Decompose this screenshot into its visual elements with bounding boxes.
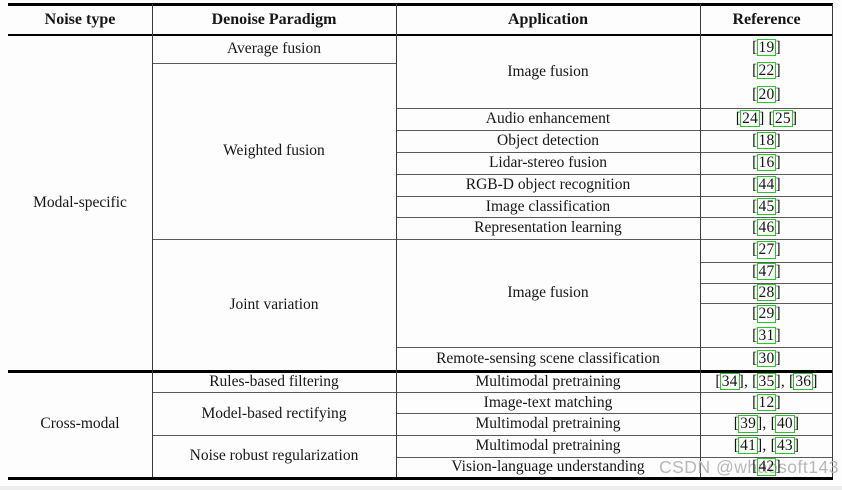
reference-link-46[interactable]: 46	[756, 218, 777, 237]
reference-cell-19: [19]	[752, 38, 781, 57]
reference-link-22[interactable]: 22	[756, 61, 777, 80]
application-vision-language-understanding: Vision-language understanding	[451, 458, 645, 476]
row-divider	[396, 413, 833, 414]
column-divider	[152, 4, 153, 477]
application-multimodal-pretraining-2: Multimodal pretraining	[475, 415, 621, 433]
column-divider	[396, 4, 397, 477]
reference-cell-39-40: [39], [40]	[733, 415, 800, 433]
reference-link-44[interactable]: 44	[756, 175, 777, 194]
row-divider	[152, 435, 833, 436]
reference-link-35[interactable]: 35	[756, 372, 777, 391]
application-object-detection: Object detection	[497, 131, 599, 149]
application-image-fusion: Image fusion	[507, 62, 589, 80]
row-divider	[396, 173, 833, 175]
reference-cell-31: [31]	[752, 326, 781, 345]
row-divider	[396, 346, 833, 348]
row-divider	[152, 63, 396, 64]
reference-link-19[interactable]: 19	[756, 38, 777, 57]
paradigm-model-based-rectifying: Model-based rectifying	[201, 404, 347, 422]
application-image-classification: Image classification	[485, 197, 611, 215]
reference-link-25[interactable]: 25	[772, 109, 793, 128]
reference-cell-44: [44]	[752, 175, 781, 194]
reference-link-12[interactable]: 12	[756, 393, 777, 412]
application-multimodal-pretraining-1: Multimodal pretraining	[475, 372, 621, 390]
row-divider	[152, 238, 833, 240]
reference-link-29[interactable]: 29	[756, 305, 777, 323]
header-noise-type: Noise type	[44, 10, 116, 28]
reference-cell-27: [27]	[752, 241, 781, 259]
reference-link-18[interactable]: 18	[756, 131, 777, 150]
reference-link-30[interactable]: 30	[756, 349, 777, 368]
reference-link-47[interactable]: 47	[756, 262, 777, 281]
reference-link-27[interactable]: 27	[756, 241, 777, 259]
ref-divider	[700, 282, 833, 284]
header-bottom-rule	[8, 33, 833, 36]
reference-link-16[interactable]: 16	[756, 153, 777, 172]
reference-link-39[interactable]: 39	[738, 415, 759, 433]
reference-cell-47: [47]	[752, 262, 781, 281]
application-multimodal-pretraining-3: Multimodal pretraining	[475, 436, 621, 454]
reference-cell-24-25: [24] [25]	[735, 109, 798, 128]
application-image-fusion-2: Image fusion	[507, 283, 589, 301]
row-divider	[396, 151, 833, 153]
ref-divider	[700, 261, 833, 263]
header-application: Application	[507, 10, 588, 28]
header-denoise-paradigm: Denoise Paradigm	[211, 10, 337, 28]
reference-cell-41-43: [41], [43]	[733, 436, 800, 455]
row-divider	[396, 456, 833, 458]
reference-cell-18: [18]	[752, 131, 781, 150]
column-divider	[700, 4, 701, 477]
reference-cell-34-35-36: [34], [35], [36]	[715, 372, 818, 391]
header-reference: Reference	[732, 10, 801, 28]
reference-link-42[interactable]: 42	[756, 458, 777, 476]
reference-link-31[interactable]: 31	[756, 326, 777, 345]
table-top-rule	[8, 3, 833, 6]
application-audio-enhancement: Audio enhancement	[485, 109, 611, 127]
reference-link-20[interactable]: 20	[756, 85, 777, 104]
reference-link-40[interactable]: 40	[774, 415, 795, 433]
reference-cell-42: [42]	[752, 458, 781, 476]
noise-type-modal-specific: Modal-specific	[33, 194, 127, 212]
reference-cell-29: [29]	[752, 305, 781, 323]
reference-cell-46: [46]	[752, 218, 781, 237]
row-divider	[396, 195, 833, 197]
scan-artifact-band	[0, 486, 842, 490]
paradigm-average-fusion: Average fusion	[227, 40, 321, 58]
reference-cell-28: [28]	[752, 283, 781, 302]
reference-link-34[interactable]: 34	[719, 372, 740, 391]
noise-type-cross-modal: Cross-modal	[40, 415, 120, 433]
row-divider	[152, 392, 833, 393]
application-rgbd-object-recognition: RGB-D object recognition	[465, 175, 631, 193]
reference-cell-45: [45]	[752, 197, 781, 216]
application-lidar-stereo-fusion: Lidar-stereo fusion	[488, 153, 608, 171]
reference-link-28[interactable]: 28	[756, 283, 777, 302]
paradigm-noise-robust-regularization: Noise robust regularization	[189, 447, 359, 465]
reference-link-24[interactable]: 24	[740, 109, 761, 128]
reference-cell-12: [12]	[752, 393, 781, 412]
reference-cell-22: [22]	[752, 61, 781, 80]
reference-link-45[interactable]: 45	[756, 197, 777, 216]
row-divider	[396, 217, 833, 218]
paradigm-weighted-fusion: Weighted fusion	[223, 141, 325, 159]
reference-link-36[interactable]: 36	[793, 372, 814, 391]
paradigm-rules-based-filtering: Rules-based filtering	[209, 372, 339, 390]
paradigm-joint-variation: Joint variation	[229, 295, 319, 313]
application-image-text-matching: Image-text matching	[483, 393, 613, 411]
reference-link-43[interactable]: 43	[774, 436, 795, 455]
table-bottom-rule	[8, 477, 833, 480]
reference-cell-30: [30]	[752, 349, 781, 368]
application-representation-learning: Representation learning	[474, 218, 622, 236]
row-divider	[396, 129, 833, 131]
reference-cell-16: [16]	[752, 153, 781, 172]
section-divider-rule	[8, 370, 833, 373]
reference-link-41[interactable]: 41	[738, 436, 759, 455]
ref-divider	[700, 302, 833, 304]
row-divider	[396, 107, 833, 109]
csdn-watermark: CSDN @whaosoft143	[659, 457, 839, 477]
reference-cell-20: [20]	[752, 85, 781, 104]
application-remote-sensing-scene-classification: Remote-sensing scene classification	[436, 349, 660, 367]
table-right-rule	[832, 4, 833, 477]
